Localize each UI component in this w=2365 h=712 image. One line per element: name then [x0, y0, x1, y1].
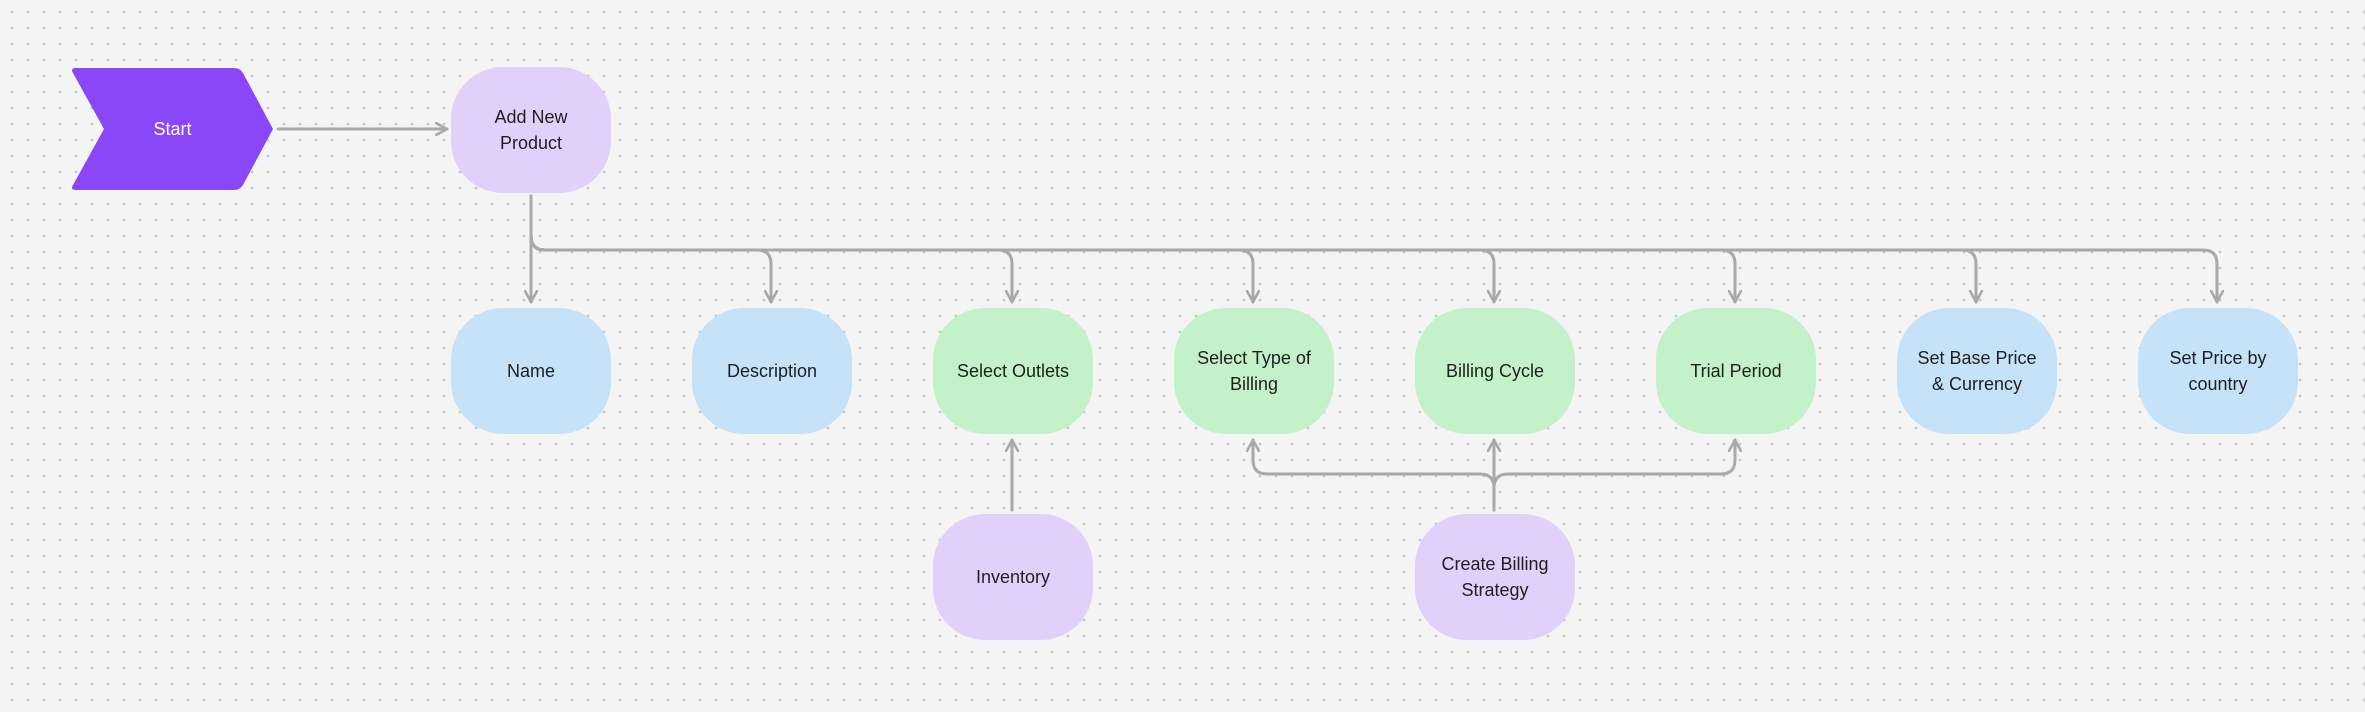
billing-cycle-label: Billing Cycle	[1445, 361, 1545, 381]
select-outlets-node[interactable]: Select Outlets	[933, 308, 1093, 434]
create-billing-strategy-node[interactable]: Create Billing Strategy	[1415, 514, 1575, 640]
trial-period-node[interactable]: Trial Period	[1656, 308, 1816, 434]
billing-cycle-node[interactable]: Billing Cycle	[1415, 308, 1575, 434]
name-node[interactable]: Name	[451, 308, 611, 434]
description-label: Description	[726, 361, 818, 381]
inventory-label: Inventory	[975, 567, 1051, 587]
set-base-price-currency-node[interactable]: Set Base Price & Currency	[1897, 308, 2057, 434]
add-new-product-node[interactable]: Add New Product	[451, 67, 611, 193]
start-label: Start	[153, 119, 192, 139]
create-billing-strategy-label: Create Billing Strategy	[1441, 554, 1549, 600]
start-node[interactable]: Start	[70, 68, 275, 190]
select-outlets-label: Select Outlets	[956, 361, 1070, 381]
connector-to-set-price-by-country	[529, 194, 2217, 304]
set-base-price-currency-label: Set Base Price & Currency	[1917, 348, 2037, 394]
set-price-by-country-label: Set Price by country	[2169, 348, 2267, 394]
inventory-node[interactable]: Inventory	[933, 514, 1093, 640]
start-chevron-shape	[72, 68, 273, 190]
description-node[interactable]: Description	[692, 308, 852, 434]
connector-strategy-to-trial-period	[1492, 438, 1735, 512]
select-type-of-billing-node[interactable]: Select Type of Billing	[1174, 308, 1334, 434]
connector-strategy-to-type-of-billing	[1253, 438, 1496, 512]
select-type-of-billing-label: Select Type of Billing	[1197, 348, 1311, 394]
trial-period-label: Trial Period	[1690, 361, 1782, 381]
name-label: Name	[506, 361, 555, 381]
set-price-by-country-node[interactable]: Set Price by country	[2138, 308, 2298, 434]
add-new-product-label: Add New Product	[494, 107, 568, 153]
